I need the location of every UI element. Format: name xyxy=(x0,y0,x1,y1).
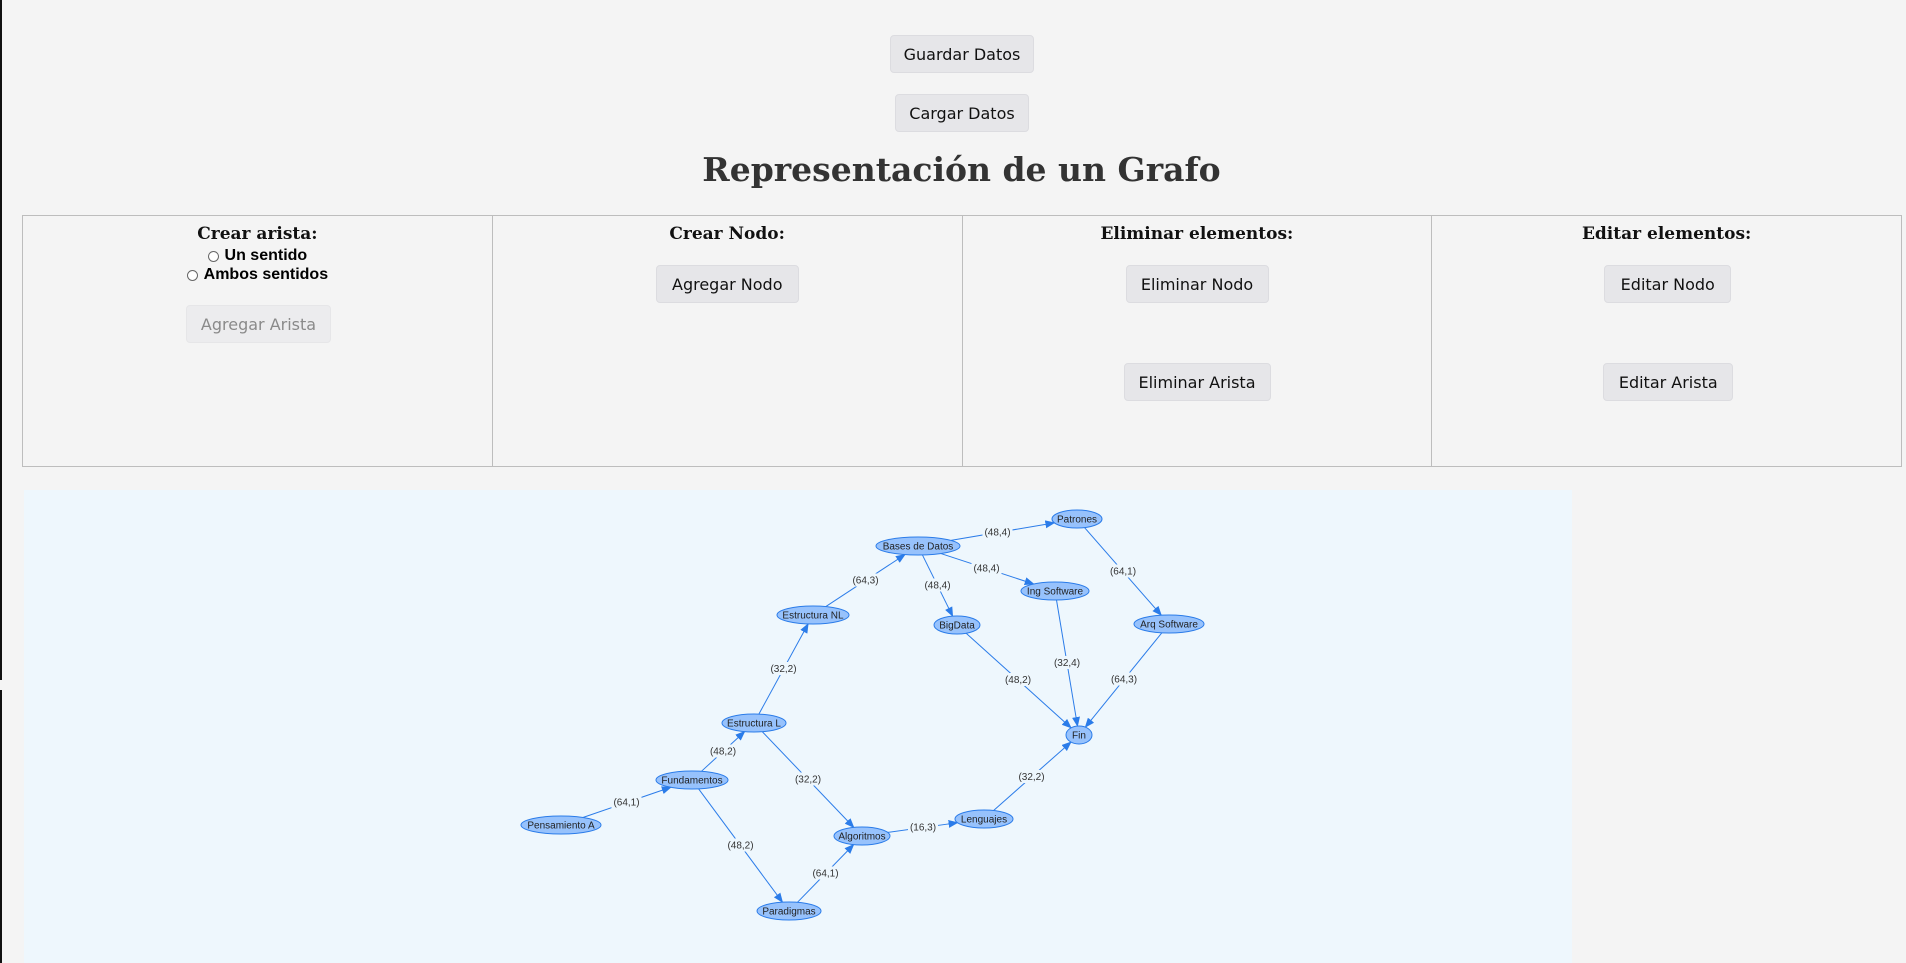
node-label: Estructura NL xyxy=(782,611,844,622)
radio-one-way-label: Un sentido xyxy=(224,247,308,264)
node-label: Pensamiento A xyxy=(527,821,595,832)
edge-label-background xyxy=(611,795,642,809)
node-label: Paradigmas xyxy=(762,907,815,918)
graph-node-patrones[interactable]: Patrones xyxy=(1051,509,1103,529)
graph-node-basesdatos[interactable]: Bases de Datos xyxy=(875,536,961,556)
edge-label-background xyxy=(1052,656,1082,669)
graph-node-paradigmas[interactable]: Paradigmas xyxy=(756,901,822,921)
node-shape[interactable] xyxy=(721,713,787,733)
edge-label-background xyxy=(725,838,756,852)
edge-label-background xyxy=(793,772,823,786)
edit-edge-button[interactable]: Editar Arista xyxy=(1603,363,1734,401)
node-label: Fundamentos xyxy=(661,776,722,787)
edge-label: (48,4) xyxy=(924,581,950,592)
node-label: Lenguajes xyxy=(961,815,1007,826)
graph-node-fin[interactable]: Fin xyxy=(1065,725,1093,745)
create-edge-title: Crear arista: xyxy=(197,224,318,244)
delete-edge-button[interactable]: Eliminar Arista xyxy=(1123,363,1271,401)
node-label: BigData xyxy=(939,621,975,632)
edge-label: (48,2) xyxy=(1005,675,1031,686)
node-shape[interactable] xyxy=(776,605,850,625)
edge-label: (48,4) xyxy=(973,564,999,575)
edge-label: (48,4) xyxy=(984,528,1010,539)
create-node-title: Crear Nodo: xyxy=(669,224,785,244)
edge-label: (64,1) xyxy=(812,869,838,880)
edge-label-background xyxy=(1016,770,1047,783)
edge-label: (64,3) xyxy=(852,576,878,587)
node-label: Estructura L xyxy=(727,719,781,730)
edge-label: (64,1) xyxy=(1110,567,1136,578)
edge-label-background xyxy=(810,866,841,880)
radio-both-ways-circle[interactable] xyxy=(186,269,198,281)
edit-elements-panel: Editar elementos: Editar Nodo Editar Ari… xyxy=(1432,216,1901,466)
delete-elements-title: Eliminar elementos: xyxy=(1100,224,1294,244)
node-shape[interactable] xyxy=(875,536,961,556)
radio-one-way[interactable]: Un sentido xyxy=(23,247,492,265)
edge-label-background xyxy=(850,573,881,587)
page-title: Representación de un Grafo xyxy=(702,150,1221,189)
create-edge-panel: Crear arista: Un sentido Ambos sentidos … xyxy=(23,216,493,466)
node-label: Bases de Datos xyxy=(883,542,954,553)
node-shape[interactable] xyxy=(520,815,602,835)
graph-node-pensamiento[interactable]: Pensamiento A xyxy=(520,815,602,835)
edge-label-background xyxy=(708,744,738,758)
controls-panel: Crear arista: Un sentido Ambos sentidos … xyxy=(22,215,1902,467)
node-label: Ing Software xyxy=(1027,587,1084,598)
node-label: Arq Software xyxy=(1140,620,1198,631)
node-shape[interactable] xyxy=(1020,581,1090,601)
node-shape[interactable] xyxy=(1065,725,1093,745)
add-edge-button[interactable]: Agregar Arista xyxy=(186,305,331,343)
add-node-button[interactable]: Agregar Nodo xyxy=(655,265,799,303)
node-shape[interactable] xyxy=(1133,614,1205,634)
save-data-button[interactable]: Guardar Datos xyxy=(890,35,1034,73)
edit-elements-title: Editar elementos: xyxy=(1581,224,1752,244)
node-label: Patrones xyxy=(1057,515,1097,526)
edge-label-background xyxy=(1003,673,1033,686)
node-shape[interactable] xyxy=(1051,509,1103,529)
graph-node-estructural[interactable]: Estructura L xyxy=(721,713,787,733)
node-shape[interactable] xyxy=(756,901,822,921)
edge-label: (32,2) xyxy=(1018,772,1044,783)
graph-node-bigdata[interactable]: BigData xyxy=(933,615,981,635)
graph-node-arqsoftware[interactable]: Arq Software xyxy=(1133,614,1205,634)
edge-label-background xyxy=(982,525,1013,539)
window-left-edge xyxy=(0,0,2,680)
edge-label-background xyxy=(1109,672,1139,686)
graph-node-fundamentos[interactable]: Fundamentos xyxy=(655,770,729,790)
node-label: Algoritmos xyxy=(838,832,885,843)
edge-label-background xyxy=(768,662,799,675)
radio-both-ways[interactable]: Ambos sentidos xyxy=(23,266,492,284)
edge-label-background xyxy=(971,561,1002,575)
edge-label-background xyxy=(922,578,953,592)
load-data-button[interactable]: Cargar Datos xyxy=(895,94,1029,132)
edge-label-background xyxy=(908,820,938,834)
delete-node-button[interactable]: Eliminar Nodo xyxy=(1125,265,1269,303)
graph-node-lenguajes[interactable]: Lenguajes xyxy=(954,809,1014,829)
radio-one-way-circle[interactable] xyxy=(207,250,219,262)
edge-label: (32,4) xyxy=(1054,658,1080,669)
graph-node-ingsoftware[interactable]: Ing Software xyxy=(1020,581,1090,601)
graph-svg[interactable]: (64,1) (48,2) (48,2) (32,2) (32,2) (64,3) (48,… xyxy=(24,490,1572,963)
node-shape[interactable] xyxy=(833,826,891,846)
edge-label: (32,2) xyxy=(770,664,796,675)
node-shape[interactable] xyxy=(954,809,1014,829)
edge-label: (16,3) xyxy=(910,823,936,834)
edge-label: (32,2) xyxy=(795,775,821,786)
window-left-edge xyxy=(0,690,2,963)
graph-canvas[interactable]: (64,1) (48,2) (48,2) (32,2) (32,2) (64,3) (48,… xyxy=(24,490,1572,963)
edge-label: (64,1) xyxy=(613,798,639,809)
node-shape[interactable] xyxy=(933,615,981,635)
create-node-panel: Crear Nodo: Agregar Nodo xyxy=(493,216,963,466)
delete-elements-panel: Eliminar elementos: Eliminar Nodo Elimin… xyxy=(963,216,1433,466)
edge-label-background xyxy=(1108,564,1138,578)
edit-node-button[interactable]: Editar Nodo xyxy=(1604,265,1732,303)
edge-label: (48,2) xyxy=(710,747,736,758)
radio-both-ways-label: Ambos sentidos xyxy=(203,266,329,283)
graph-node-algoritmos[interactable]: Algoritmos xyxy=(833,826,891,846)
graph-node-estructuranl[interactable]: Estructura NL xyxy=(776,605,850,625)
node-label: Fin xyxy=(1072,731,1086,742)
edge-label: (48,2) xyxy=(727,841,753,852)
edge-label: (64,3) xyxy=(1111,675,1137,686)
node-shape[interactable] xyxy=(655,770,729,790)
